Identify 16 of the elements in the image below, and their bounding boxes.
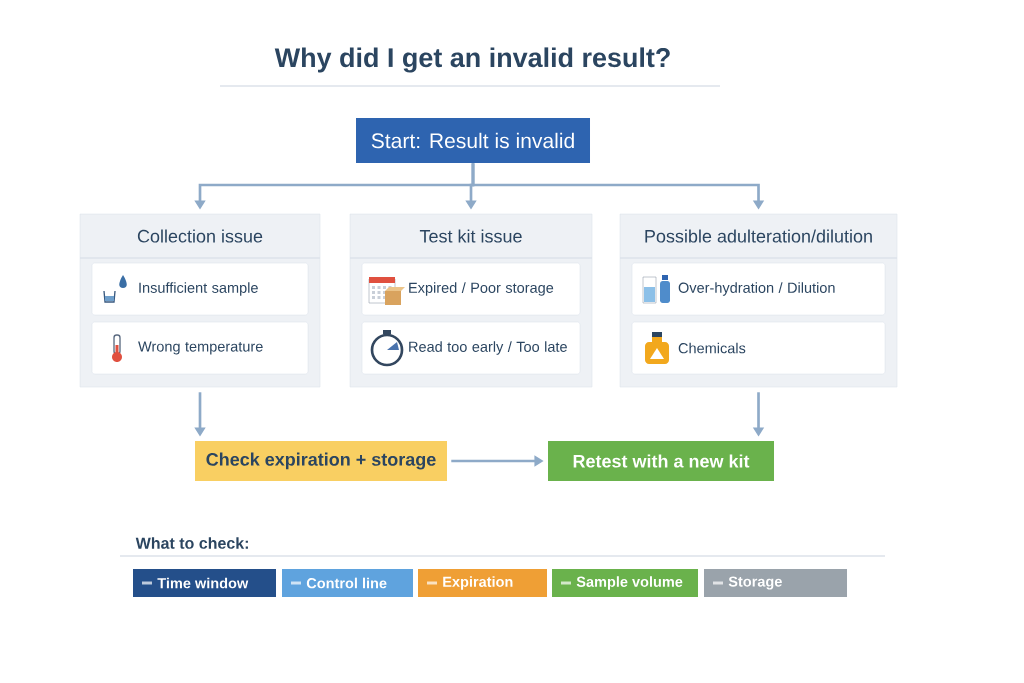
legend-chip: Storage	[704, 569, 847, 597]
start-box: Start: Result is invalid	[356, 118, 590, 163]
item-card: Read too early / Too late	[361, 321, 581, 375]
legend-chip: Sample volume	[552, 569, 698, 597]
item-card: Chemicals	[631, 321, 886, 375]
legend-chip: Expiration	[418, 569, 547, 597]
action-box: Check expiration + storage	[195, 441, 447, 481]
item-card: Over-hydration / Dilution	[631, 262, 886, 316]
item-card: Wrong temperature	[91, 321, 309, 375]
legend-chip: Control line	[282, 569, 413, 597]
legend-chip: Time window	[133, 569, 276, 597]
item-card: Insufficient sample	[91, 262, 309, 316]
section-heading: What to check:	[135, 537, 248, 549]
action-box: Retest with a new kit	[548, 441, 774, 481]
item-card: Expired / Poor storage	[361, 262, 581, 316]
title: Why did I get an invalid result?	[274, 47, 670, 73]
